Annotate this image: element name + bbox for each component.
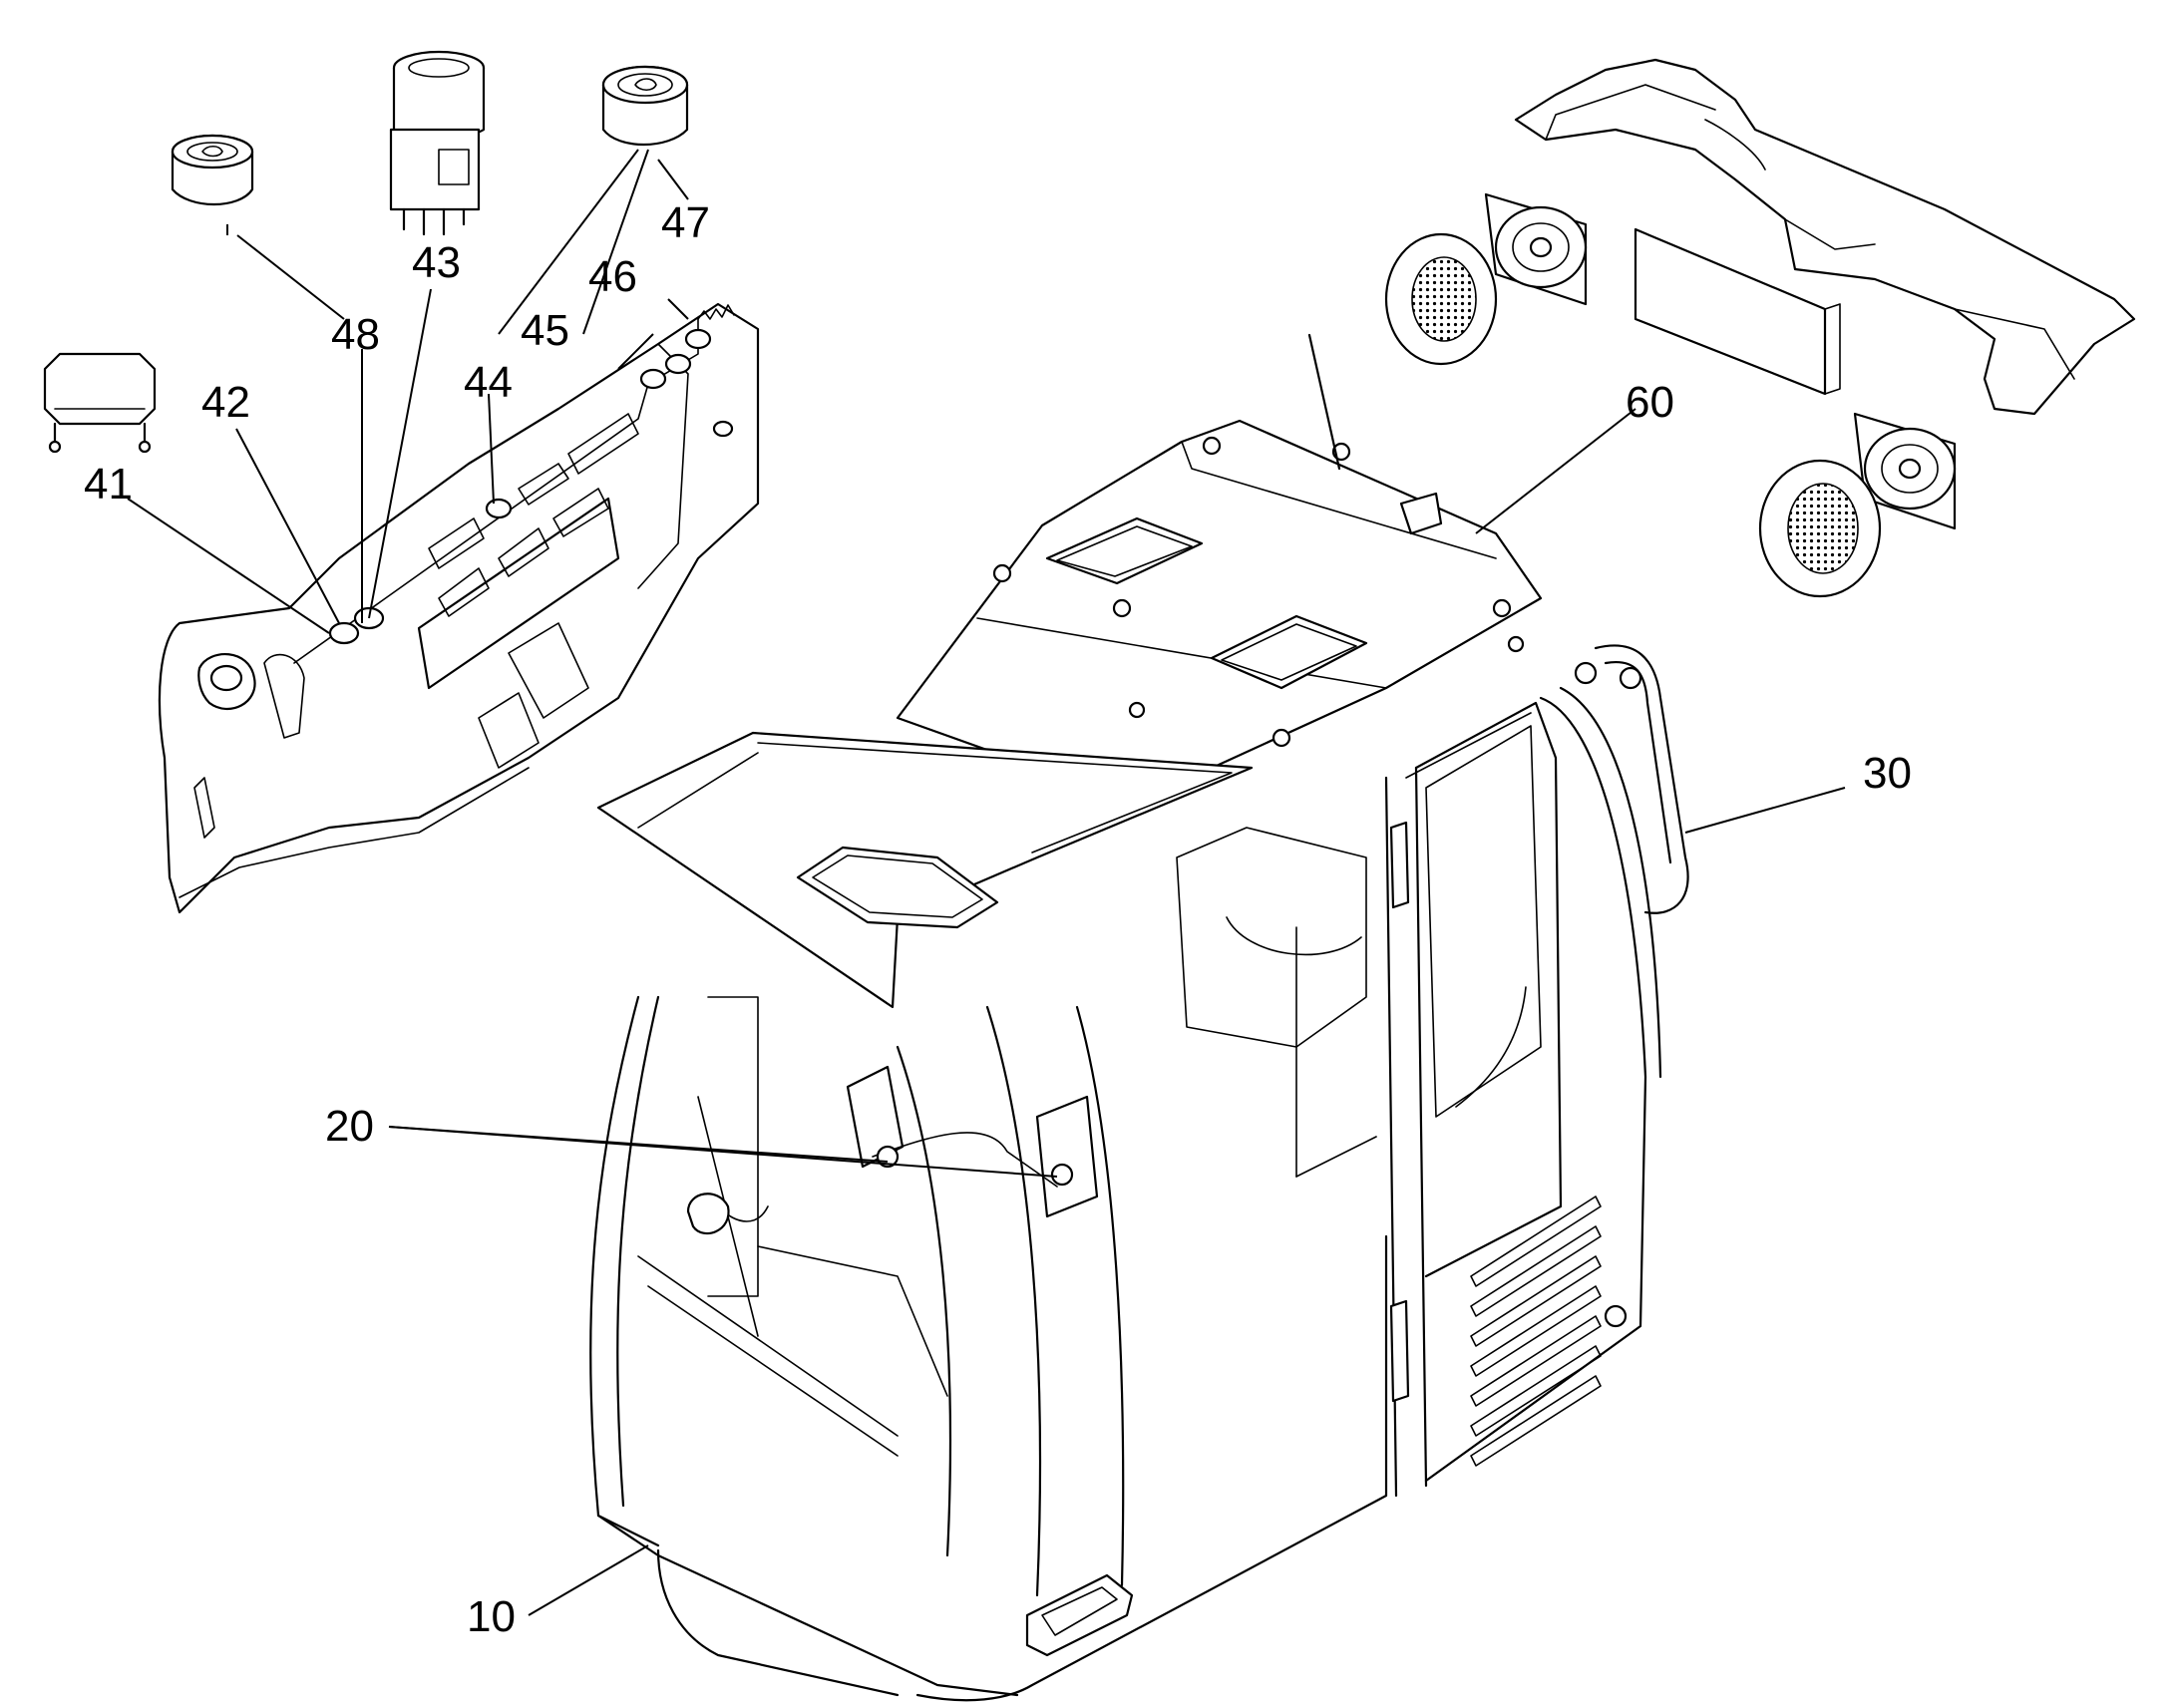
switch-cap-41 [43,352,157,454]
leader-lines [127,149,1846,1616]
callout-47: 47 [661,198,710,247]
callout-45: 45 [521,306,569,355]
switch-knob-47 [601,65,689,146]
callout-60: 60 [1626,378,1674,427]
callout-44: 44 [464,358,513,407]
callout-10: 10 [467,1592,516,1641]
callout-20: 20 [325,1102,374,1151]
overhead-console-drawing [158,302,760,914]
side-vents [1470,1196,1602,1467]
callout-30: 30 [1863,749,1912,798]
switch-module-43 [389,50,486,236]
callout-42: 42 [201,378,250,427]
cab-body-drawing [589,333,1689,1702]
callout-41: 41 [84,460,133,509]
callout-48: 48 [331,310,380,359]
switch-knob-42 [171,134,254,205]
speaker-assembly-60 [1384,58,2136,598]
callout-46: 46 [588,252,637,301]
callout-43: 43 [412,238,461,287]
